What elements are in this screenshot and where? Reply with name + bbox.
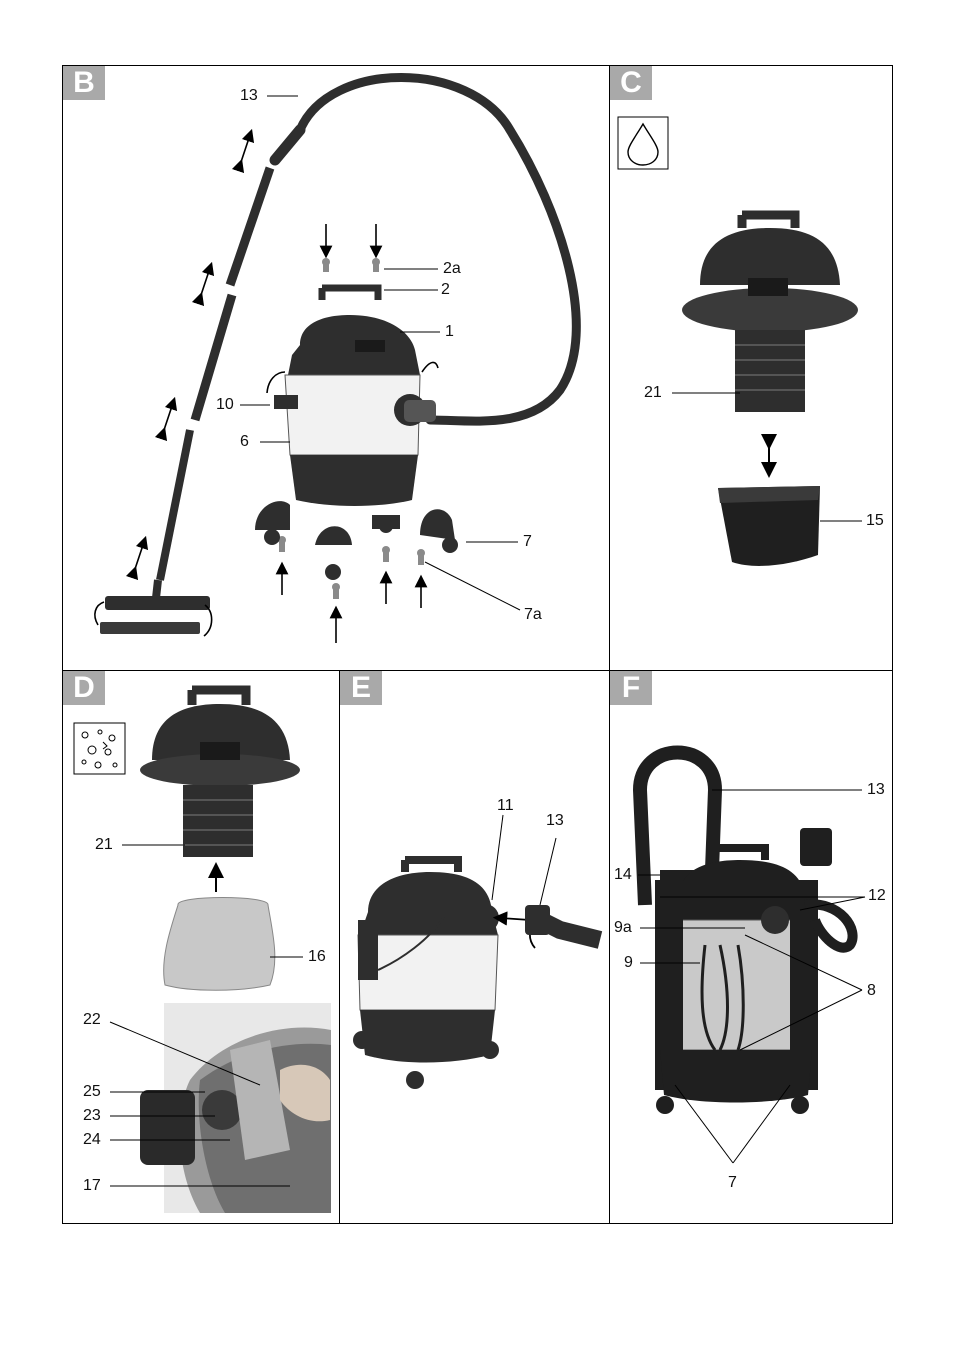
panel-b-label-7: 7	[523, 533, 532, 550]
panel-d-dust-symbol	[73, 722, 126, 775]
panel-d-label-23: 23	[83, 1107, 101, 1124]
panel-f-badge: F	[610, 671, 652, 705]
panel-b-label-2: 2	[441, 281, 450, 298]
panel-b-label-13: 13	[240, 87, 258, 104]
panel-b-hose	[295, 73, 581, 426]
panel-b-label-2a: 2a	[443, 260, 461, 277]
panel-f-label-9a: 9a	[614, 919, 632, 936]
panel-e-vacuum	[353, 856, 499, 1089]
panel-b-label-7a: 7a	[524, 606, 542, 623]
panel-f-label-9: 9	[624, 954, 633, 971]
panel-d-motor-head	[140, 685, 300, 857]
figure-frame	[62, 65, 893, 1224]
panel-b-castors	[255, 501, 458, 580]
panel-c-foam-filter	[718, 486, 820, 566]
divider-top-bottom	[62, 670, 893, 671]
panel-f-label-12: 12	[868, 887, 886, 904]
panel-d-label-22: 22	[83, 1011, 101, 1028]
panel-e-label-11: 11	[497, 797, 514, 814]
panel-f-label-8: 8	[867, 982, 876, 999]
panel-c-label-15: 15	[866, 512, 884, 529]
panel-d-label-21: 21	[95, 836, 113, 853]
panel-b-badge: B	[63, 66, 105, 100]
panel-b-screws	[278, 258, 425, 599]
panel-b-extension-tubes	[156, 124, 306, 581]
panel-b-floor-nozzle	[100, 579, 210, 634]
panel-c-label-21: 21	[644, 384, 662, 401]
panel-d-badge: D	[63, 671, 105, 705]
panel-b-label-6: 6	[240, 433, 249, 450]
panel-e-badge: E	[340, 671, 382, 705]
panel-d-filter-bag	[163, 897, 276, 991]
panel-b-label-10: 10	[216, 396, 234, 413]
panel-f-vacuum-rear	[632, 745, 858, 1114]
panel-d-label-17: 17	[83, 1177, 101, 1194]
panel-e-label-13: 13	[546, 812, 564, 829]
panel-b-assembly-arrows	[94, 128, 439, 643]
panel-d-label-16: 16	[308, 948, 326, 965]
panel-d-label-24: 24	[83, 1131, 101, 1148]
panel-c-water-symbol	[617, 116, 669, 170]
divider-b-c	[609, 65, 610, 1224]
panel-b-vacuum	[274, 284, 436, 506]
panel-f-label-7: 7	[728, 1174, 737, 1191]
panel-e-hose-end	[525, 905, 603, 949]
panel-b-label-1: 1	[445, 323, 454, 340]
panel-c-badge: C	[610, 66, 652, 100]
divider-d-e	[339, 670, 340, 1224]
panel-f-label-13: 13	[867, 781, 885, 798]
leader-lines	[109, 95, 866, 1187]
panel-d-photo-inset	[140, 1003, 331, 1213]
panel-f-label-14: 14	[614, 866, 632, 883]
panel-c-motor-head	[682, 210, 858, 412]
panel-d-label-25: 25	[83, 1083, 101, 1100]
